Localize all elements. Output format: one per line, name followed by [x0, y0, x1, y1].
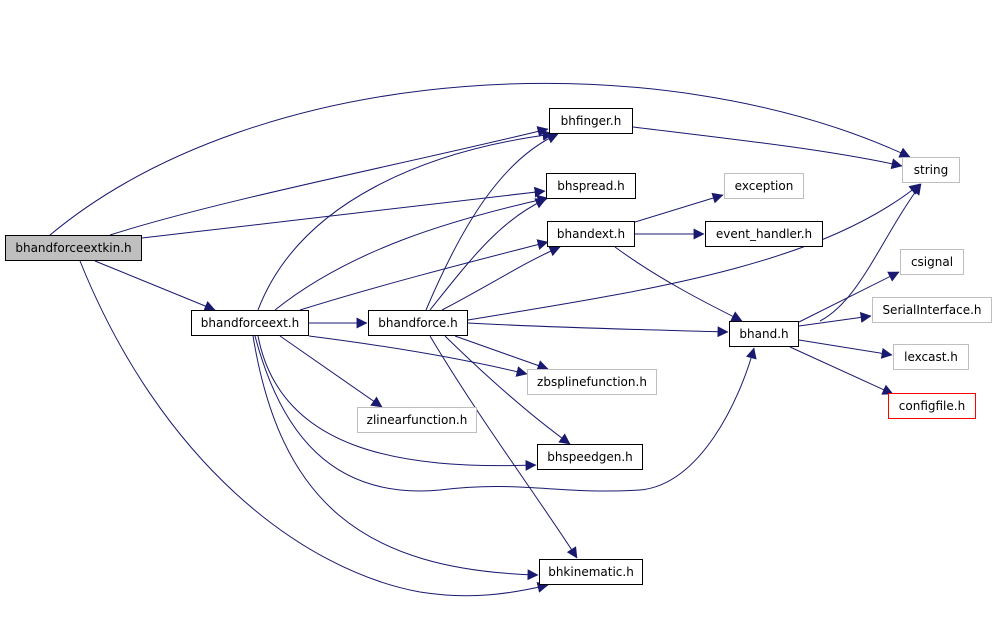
node-bhandext[interactable]: bhandext.h — [547, 221, 635, 247]
edge-bhandforceextkin-to-string — [49, 82, 911, 236]
edge-bhand-to-string — [819, 183, 922, 322]
node-lexcast: lexcast.h — [893, 344, 969, 370]
node-exception: exception — [724, 173, 804, 199]
edge-bhandforce-to-string — [467, 183, 921, 321]
edge-bhandforceext-to-zbsplinefunction — [308, 335, 528, 377]
edge-bhandforce-to-bhand — [467, 322, 729, 338]
node-event-handler[interactable]: event_handler.h — [705, 221, 823, 247]
edge-bhandforceext-to-bhspread — [274, 194, 549, 311]
edge-bhandforceext-to-bhfinger — [257, 129, 554, 311]
edge-bhandforceext-to-bhspeedgen — [257, 335, 537, 471]
edge-bhandforceext-to-zlinearfunction — [279, 335, 383, 408]
node-bhspeedgen[interactable]: bhspeedgen.h — [537, 444, 643, 470]
node-bhkinematic[interactable]: bhkinematic.h — [539, 559, 643, 585]
edge-bhand-to-serialinterface — [798, 311, 872, 327]
node-bhandforce[interactable]: bhandforce.h — [368, 310, 468, 336]
edge-bhand-to-csignal — [798, 271, 900, 323]
node-bhspread[interactable]: bhspread.h — [546, 173, 636, 199]
edge-bhandforceextkin-to-bhspread — [141, 186, 546, 239]
node-bhandforceextkin: bhandforceextkin.h — [5, 235, 142, 261]
edge-bhand-to-lexcast — [798, 339, 893, 359]
node-bhand[interactable]: bhand.h — [729, 321, 799, 347]
edge-bhandforce-to-zbsplinefunction — [454, 335, 549, 371]
edge-bhandforceext-to-bhand — [254, 335, 757, 492]
node-bhandforceext[interactable]: bhandforceext.h — [191, 310, 309, 336]
edge-bhandforceext-to-bhkinematic — [252, 335, 539, 581]
node-string: string — [902, 157, 960, 183]
edge-bhandforce-to-bhandext — [441, 246, 561, 311]
edge-bhandforceextkin-to-bhandforceext — [94, 260, 216, 312]
edge-bhandforce-to-bhfinger — [425, 133, 559, 311]
node-zlinearfunction: zlinearfunction.h — [357, 407, 477, 433]
edge-bhandext-to-exception — [634, 192, 724, 223]
edge-bhandforce-to-bhspeedgen — [444, 335, 571, 445]
node-csignal: csignal — [900, 249, 964, 275]
edge-bhandforce-to-bhkinematic — [429, 335, 578, 559]
edge-bhandforceextkin-to-bhfinger — [109, 126, 549, 236]
edge-bhandforceextkin-to-bhkinematic — [79, 260, 549, 597]
node-configfile: configfile.h — [888, 393, 976, 419]
edge-bhand-to-configfile — [789, 346, 894, 395]
edge-bhandforce-to-bhspread — [429, 198, 547, 311]
node-serialinterface: SerialInterface.h — [872, 297, 992, 323]
edge-bhfinger-to-string — [632, 126, 903, 170]
node-bhfinger[interactable]: bhfinger.h — [549, 108, 633, 134]
edge-bhandext-to-bhand — [614, 246, 743, 322]
node-zbsplinefunction: zbsplinefunction.h — [527, 369, 657, 395]
edge-bhandforceext-to-bhandext — [299, 239, 549, 311]
